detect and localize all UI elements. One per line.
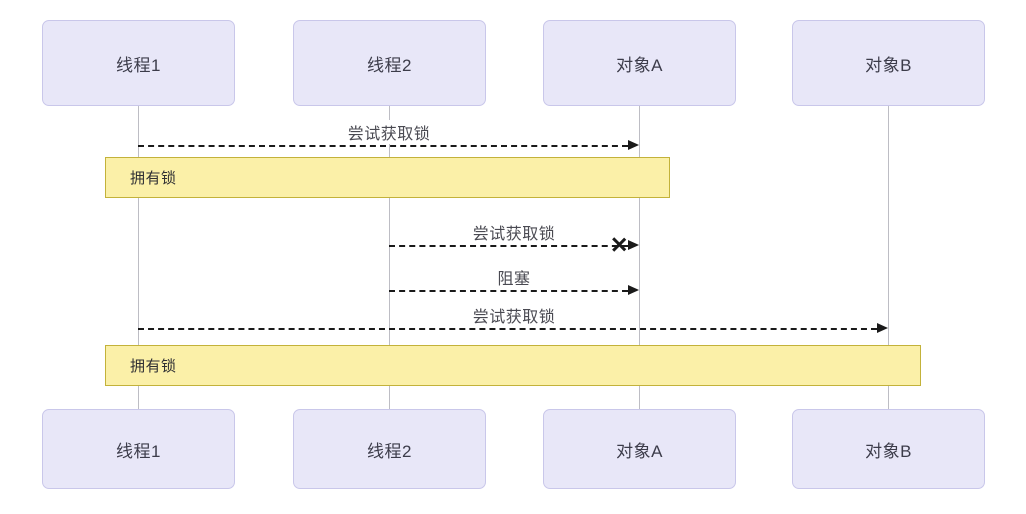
message-label: 阻塞 <box>492 265 536 289</box>
participant-label: 对象A <box>616 441 663 461</box>
participant-box-top-objectB[interactable]: 对象B <box>792 20 985 106</box>
message-label: 尝试获取锁 <box>467 303 561 327</box>
lifeline-thread1 <box>138 106 139 409</box>
participant-box-top-thread2[interactable]: 线程2 <box>293 20 486 106</box>
message-label: 尝试获取锁 <box>342 120 436 144</box>
lifeline-objectB <box>888 106 889 409</box>
arrow-head-icon <box>628 240 639 250</box>
arrow-head-icon <box>877 323 888 333</box>
lifeline-objectA <box>639 106 640 409</box>
blocked-x-icon <box>610 236 627 253</box>
arrow-head-icon <box>628 140 639 150</box>
message-label: 尝试获取锁 <box>467 220 561 244</box>
lock-bar-label: 拥有锁 <box>130 170 177 187</box>
participant-label: 线程2 <box>367 441 412 461</box>
participant-label: 线程2 <box>367 55 412 75</box>
participant-box-bottom-objectA[interactable]: 对象A <box>543 409 736 489</box>
message-line <box>138 145 628 147</box>
participant-label: 线程1 <box>116 55 161 75</box>
lifeline-thread2 <box>389 106 390 409</box>
participant-box-bottom-thread2[interactable]: 线程2 <box>293 409 486 489</box>
message-line <box>138 328 877 330</box>
lock-bar-label: 拥有锁 <box>130 358 177 375</box>
participant-label: 对象B <box>865 55 912 75</box>
participant-label: 对象B <box>865 441 912 461</box>
arrow-head-icon <box>628 285 639 295</box>
participant-label: 对象A <box>616 55 663 75</box>
lock-bar-2[interactable]: 拥有锁 <box>105 345 921 386</box>
message-line <box>389 290 628 292</box>
participant-box-bottom-objectB[interactable]: 对象B <box>792 409 985 489</box>
participant-label: 线程1 <box>116 441 161 461</box>
message-line <box>389 245 628 247</box>
participant-box-top-thread1[interactable]: 线程1 <box>42 20 235 106</box>
participant-box-top-objectA[interactable]: 对象A <box>543 20 736 106</box>
lock-bar-1[interactable]: 拥有锁 <box>105 157 670 198</box>
participant-box-bottom-thread1[interactable]: 线程1 <box>42 409 235 489</box>
